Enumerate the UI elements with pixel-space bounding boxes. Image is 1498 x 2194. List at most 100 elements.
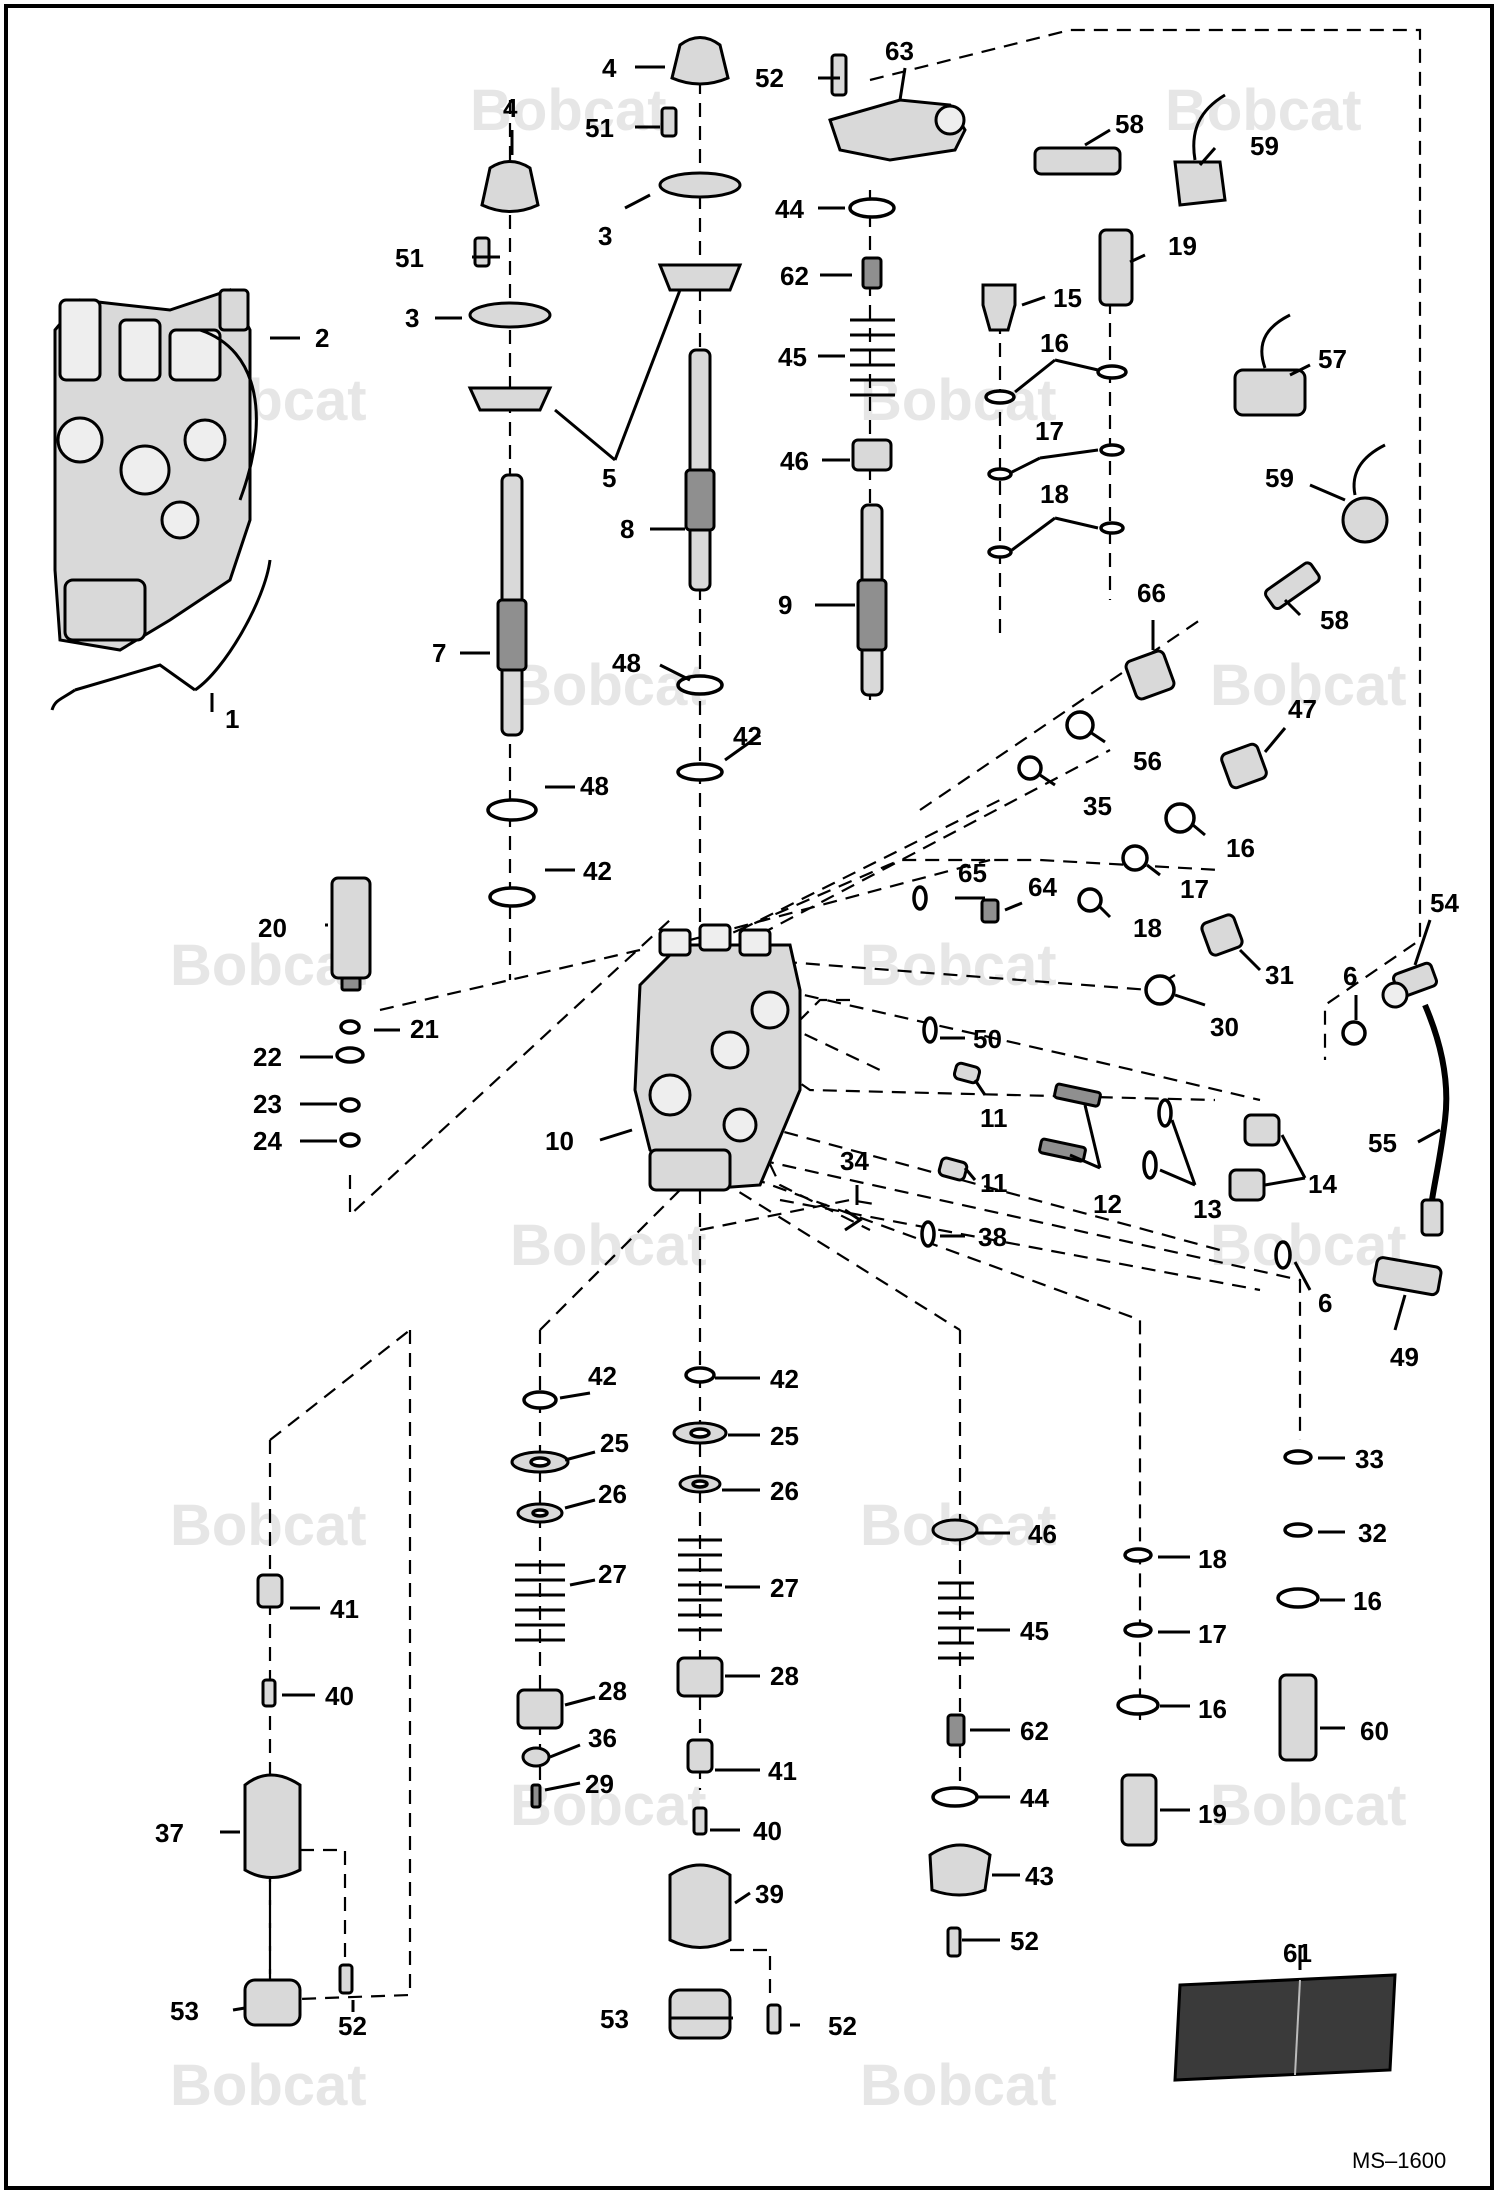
callout-17-upper: 17 xyxy=(1035,416,1064,446)
screw-52-top xyxy=(830,53,848,97)
callout-28-mid: 28 xyxy=(770,1661,799,1691)
callout-20: 20 xyxy=(258,913,287,943)
callout-48-right: 48 xyxy=(612,648,641,678)
decal-61 xyxy=(1173,1973,1397,2082)
callout-51-upper: 51 xyxy=(585,113,614,143)
cap-4-upper xyxy=(670,36,730,86)
callout-60: 60 xyxy=(1360,1716,1389,1746)
cap-28-left xyxy=(516,1688,564,1730)
cap-46-lower xyxy=(931,1518,979,1542)
fitting-49 xyxy=(1372,1256,1443,1297)
svg-text:Bobcat: Bobcat xyxy=(510,1213,707,1278)
callout-47: 47 xyxy=(1288,694,1317,724)
cartridge-19-lower xyxy=(1120,1773,1158,1847)
callout-26-mid: 26 xyxy=(770,1476,799,1506)
spring-45-upper xyxy=(850,318,895,397)
ring-18-right xyxy=(1099,521,1125,535)
callout-19-lower: 19 xyxy=(1198,1799,1227,1829)
spring-27-mid xyxy=(678,1538,722,1632)
callout-33: 33 xyxy=(1355,1444,1384,1474)
callout-2: 2 xyxy=(315,323,329,353)
ring-65 xyxy=(912,885,928,911)
screw-52-right xyxy=(946,1926,962,1958)
svg-text:Bobcat: Bobcat xyxy=(510,653,707,718)
callout-3-lower: 3 xyxy=(405,303,419,333)
callout-58-lower: 58 xyxy=(1320,605,1349,635)
solenoid-59-lower xyxy=(1341,443,1389,544)
callout-11-lower: 11 xyxy=(980,1168,1008,1198)
callout-59-lower: 59 xyxy=(1265,463,1294,493)
callout-7: 7 xyxy=(432,638,446,668)
callout-43: 43 xyxy=(1025,1861,1054,1891)
svg-text:Bobcat: Bobcat xyxy=(470,78,667,143)
callout-26-left: 26 xyxy=(598,1479,627,1509)
callout-19-upper: 19 xyxy=(1168,231,1197,261)
leader-lines xyxy=(210,65,1441,2027)
callout-23: 23 xyxy=(253,1089,282,1119)
diagram-code: MS–1600 xyxy=(1352,2148,1446,2173)
ring-38 xyxy=(920,1220,936,1248)
washer-25-left xyxy=(510,1450,570,1474)
assembly-guide-lines xyxy=(268,28,1422,2002)
callout-29: 29 xyxy=(585,1769,614,1799)
plug-14-lower xyxy=(1228,1168,1266,1202)
fitting-54 xyxy=(1381,961,1438,1009)
ring-17-lower xyxy=(1123,1622,1153,1638)
callout-5: 5 xyxy=(602,463,616,493)
callout-42-lower-left: 42 xyxy=(588,1361,617,1391)
screw-40-mid xyxy=(692,1806,708,1836)
callout-31: 31 xyxy=(1265,960,1294,990)
ring-56 xyxy=(1065,710,1095,740)
callout-57: 57 xyxy=(1318,344,1347,374)
spool-7 xyxy=(496,473,528,737)
ring-6-upper xyxy=(1341,1020,1367,1046)
valve-assembly-illustration xyxy=(50,288,272,711)
callout-52-right: 52 xyxy=(1010,1926,1039,1956)
bushing-53-mid xyxy=(668,1988,732,2040)
plug-41-left xyxy=(256,1573,284,1609)
callout-17-lower: 17 xyxy=(1198,1619,1227,1649)
callout-15: 15 xyxy=(1053,283,1082,313)
callout-16-mid: 16 xyxy=(1226,833,1255,863)
callout-49: 49 xyxy=(1390,1342,1419,1372)
callout-34: 34 xyxy=(840,1146,869,1176)
plug-66 xyxy=(1124,649,1176,701)
callout-30: 30 xyxy=(1210,1012,1239,1042)
ring-13-upper xyxy=(1157,1098,1173,1128)
callout-1: 1 xyxy=(225,704,239,734)
svg-text:Bobcat: Bobcat xyxy=(1165,78,1362,143)
spool-9 xyxy=(856,503,888,697)
valve-58-lower xyxy=(1264,561,1321,611)
washer-36 xyxy=(521,1746,551,1768)
callout-42-upper-right: 42 xyxy=(733,721,762,751)
callout-9: 9 xyxy=(778,590,792,620)
callout-27-left: 27 xyxy=(598,1559,627,1589)
solenoid-57 xyxy=(1233,313,1307,417)
valve-58-upper xyxy=(1033,146,1122,176)
callout-46-lower: 46 xyxy=(1028,1519,1057,1549)
cap-28-mid xyxy=(676,1656,724,1698)
cartridge-60 xyxy=(1278,1673,1318,1762)
callout-38: 38 xyxy=(978,1222,1007,1252)
ring-18-mid xyxy=(1077,887,1103,913)
ring-42-lower-left xyxy=(522,1390,558,1410)
spring-45-lower xyxy=(938,1581,974,1660)
callout-65: 65 xyxy=(958,858,987,888)
ring-17-mid xyxy=(1121,844,1149,872)
ring-50 xyxy=(922,1016,938,1044)
callout-24: 24 xyxy=(253,1126,282,1156)
washer-26-mid xyxy=(678,1474,722,1494)
callout-25-mid: 25 xyxy=(770,1421,799,1451)
callout-16-upper: 16 xyxy=(1040,328,1069,358)
ring-21 xyxy=(339,1019,361,1035)
callout-48-left: 48 xyxy=(580,771,609,801)
callout-59-upper: 59 xyxy=(1250,131,1279,161)
callout-41-mid: 41 xyxy=(768,1756,797,1786)
ring-23 xyxy=(339,1097,361,1113)
